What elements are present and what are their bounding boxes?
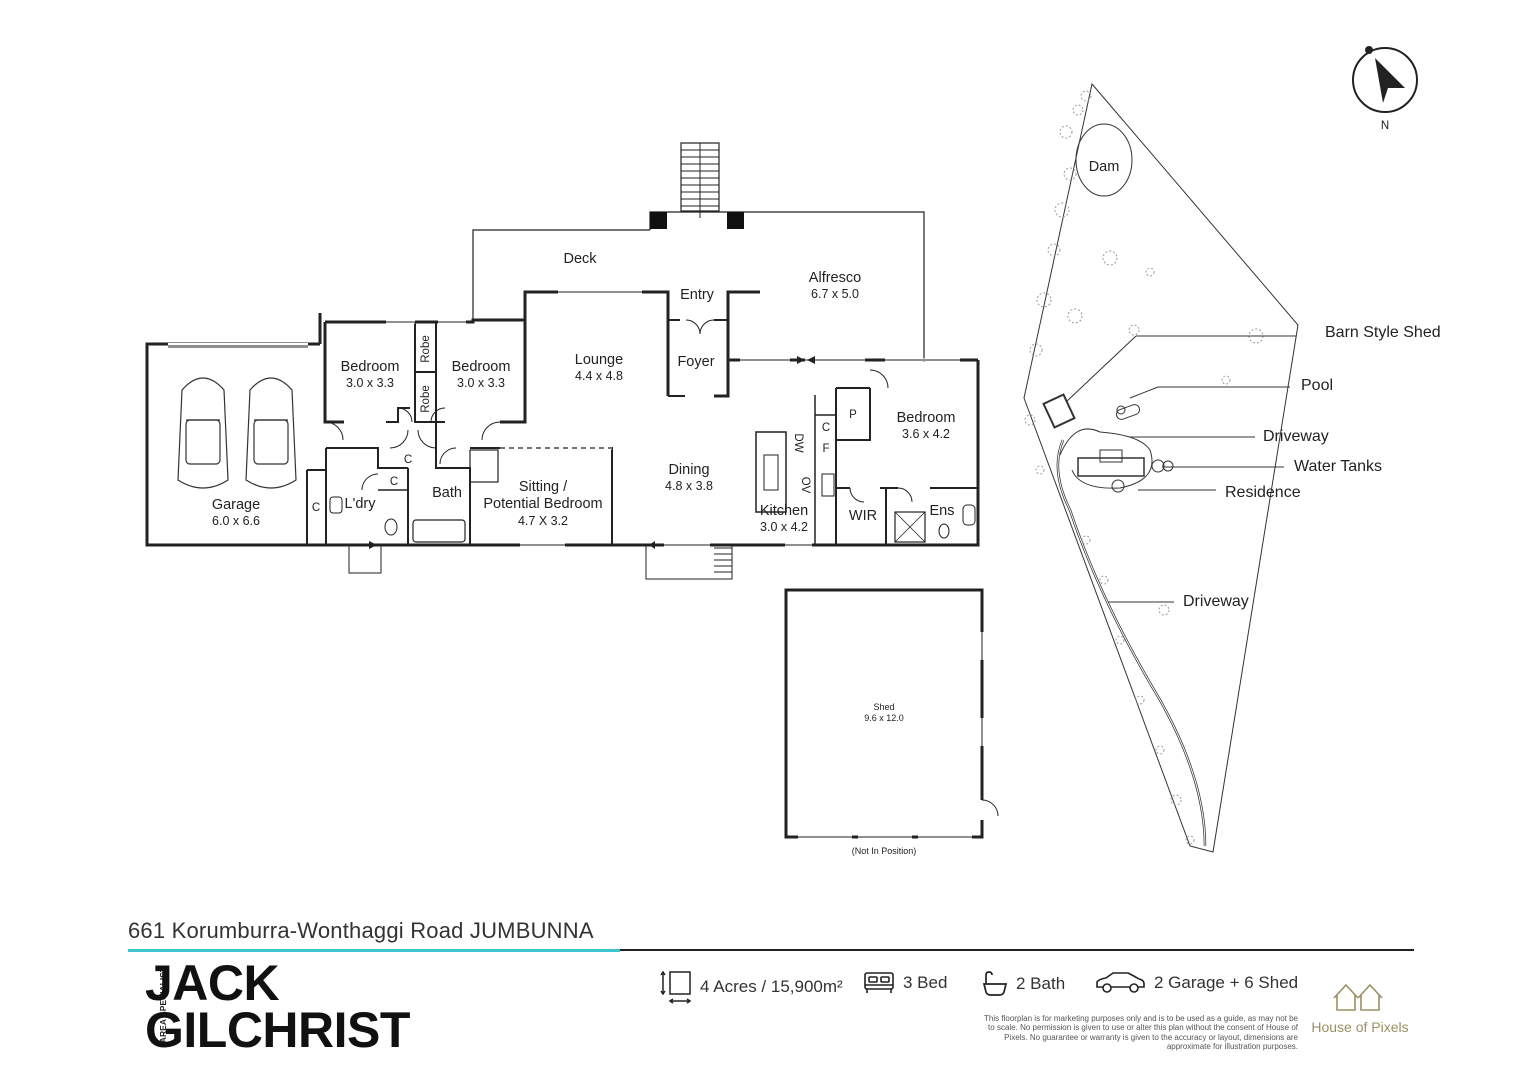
compass-icon: N [1352,46,1418,132]
room-size-bedroom-3: 3.6 x 4.2 [902,427,950,441]
cupboard-label: C [312,502,320,514]
room-name-sitting-line2: Potential Bedroom [483,496,602,512]
site-label-driveway-lower: Driveway [1183,593,1249,610]
property-address: 661 Korumburra-Wonthaggi Road JUMBUNNA [128,918,594,943]
car-icon [177,377,297,489]
room-size-bedroom-1: 3.0 x 3.3 [346,376,394,390]
room-size-sitting: 4.7 X 3.2 [518,514,568,528]
site-dam-label: Dam [1089,159,1120,175]
compass-label: N [1381,120,1389,132]
stat-bed-label: 3 Bed [903,973,948,992]
room-name-alfresco: Alfresco [809,270,861,286]
shed-position-note: (Not In Position) [852,846,917,856]
room-name-foyer: Foyer [677,354,714,370]
fridge-label: F [822,443,829,455]
room-name-bath: Bath [432,485,462,501]
footer-divider [128,949,1414,951]
house-walls [145,142,980,580]
site-label-barn-shed: Barn Style Shed [1325,324,1441,341]
robe-label: Robe [420,335,432,363]
site-label-water-tanks: Water Tanks [1294,458,1382,475]
agent-last-name: GILCHRIST [145,1002,410,1058]
room-name-laundry: L'dry [345,496,377,512]
house-logo-icon [1333,983,1383,1011]
stat-garage: 2 Garage + 6 Shed [1094,970,1298,996]
room-name-entry: Entry [680,287,715,303]
stat-land: 4 Acres / 15,900m² [660,970,843,1004]
room-name-sitting: Sitting / [519,479,568,495]
logo-name: House of Pixels [1311,1019,1409,1035]
footer-accent-divider [128,949,620,952]
room-size-dining: 4.8 x 3.8 [665,479,713,493]
site-label-driveway: Driveway [1263,428,1329,445]
room-size-kitchen: 3.0 x 4.2 [760,520,808,534]
cupboard-label: C [822,422,830,434]
stat-bath-label: 2 Bath [1016,974,1066,993]
room-name-deck: Deck [563,251,597,267]
room-size-lounge: 4.4 x 4.8 [575,369,623,383]
cupboard-label: C [390,476,398,488]
room-size-bedroom-2: 3.0 x 3.3 [457,376,505,390]
pantry-label: P [849,409,857,421]
room-name-bedroom-1: Bedroom [341,359,400,375]
house-of-pixels-logo: House of Pixels [1300,982,1420,1035]
cupboard-label: C [404,454,412,466]
stat-land-label: 4 Acres / 15,900m² [700,977,843,996]
car-icon [1096,972,1145,993]
robe-label: Robe [420,385,432,413]
room-size-shed: 9.6 x 12.0 [864,713,904,723]
oven-label: OV [799,477,811,494]
room-name-dining: Dining [668,462,709,478]
bath-icon [982,971,1008,996]
site-label-pool: Pool [1301,377,1333,394]
bed-icon [864,972,894,993]
shed-outline [784,588,999,839]
room-name-ens: Ens [930,503,955,519]
stat-garage-label: 2 Garage + 6 Shed [1154,973,1299,992]
room-name-lounge: Lounge [575,352,623,368]
room-name-garage: Garage [212,497,260,513]
room-size-alfresco: 6.7 x 5.0 [811,287,859,301]
room-name-wir: WIR [849,508,877,524]
agent-first-name: JACK [145,955,280,1011]
room-name-kitchen: Kitchen [760,503,808,519]
room-size-garage: 6.0 x 6.6 [212,514,260,528]
stat-bed: 3 Bed [863,970,947,996]
agent-brand: JACK GILCHRIST [145,955,410,1058]
site-boundary [1023,82,1299,853]
site-label-residence: Residence [1225,484,1301,501]
room-name-shed: Shed [873,702,894,712]
land-area-icon [660,970,692,1004]
disclaimer-text: This floorplan is for marketing purposes… [984,1014,1298,1052]
room-name-bedroom-2: Bedroom [452,359,511,375]
room-name-bedroom-3: Bedroom [897,410,956,426]
dishwasher-label: DW [792,433,804,452]
room-labels: Deck Alfresco 6.7 x 5.0 Entry Foyer Loun… [212,251,956,534]
stat-bath: 2 Bath [982,970,1065,998]
property-stats: 4 Acres / 15,900m² 3 Bed 2 Bath 2 Garage… [0,970,1526,1010]
